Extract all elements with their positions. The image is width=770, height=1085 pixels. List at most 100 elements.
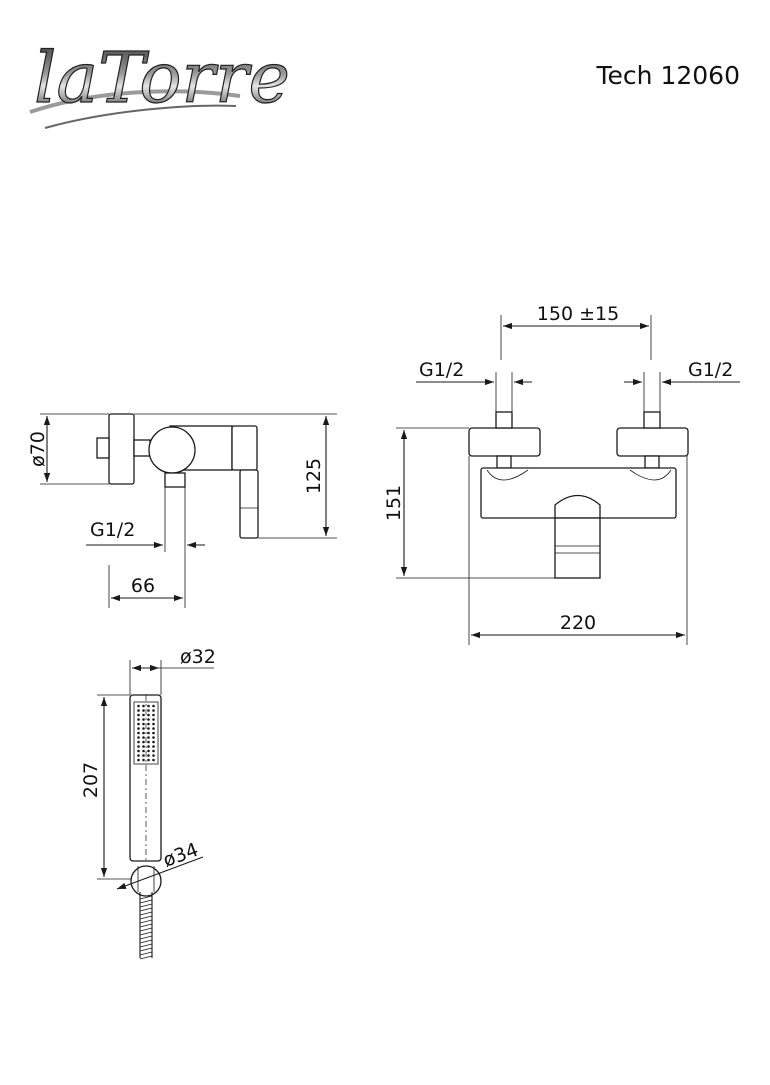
spray-nozzle-dot — [137, 745, 140, 748]
spray-nozzle-dot — [147, 736, 150, 739]
hose-rib — [139, 907, 153, 912]
hose-rib — [139, 931, 153, 936]
front-view: 150 ±15 G1/2 G1/2 151 220 — [383, 303, 740, 645]
spray-nozzle-dot — [137, 727, 140, 730]
spray-nozzle-dot — [152, 740, 155, 744]
inlet-stub — [96, 437, 110, 459]
spray-nozzle-dot — [147, 745, 150, 748]
spray-nozzle-dot — [152, 727, 155, 730]
spray-nozzle-dot — [142, 704, 145, 708]
shower-holder-ring — [130, 865, 162, 897]
spray-nozzle-dot — [152, 713, 155, 717]
spray-nozzle-dot — [152, 745, 155, 748]
hose-rib — [139, 927, 153, 932]
left-flange — [468, 427, 541, 457]
hose-rib — [139, 939, 153, 944]
spray-face — [133, 701, 159, 765]
spray-nozzle-dot — [142, 758, 145, 762]
spray-nozzle-dot — [152, 731, 155, 735]
side-height-label: 125 — [303, 458, 325, 494]
front-spacing-label: 150 ±15 — [537, 303, 619, 325]
spray-nozzle-dot — [142, 749, 145, 753]
hose-rib — [139, 955, 153, 960]
right-inlet-stub — [643, 411, 661, 429]
right-connector-nut — [644, 455, 660, 469]
hose-rib — [139, 923, 153, 928]
spray-nozzle-dot — [142, 745, 145, 748]
spray-nozzle-dot — [147, 731, 150, 735]
spray-nozzle-dot — [137, 722, 140, 726]
spray-nozzle-dot — [137, 731, 140, 735]
spray-nozzle-dot — [147, 727, 150, 730]
spray-nozzle-dot — [142, 727, 145, 730]
spray-nozzle-dot — [147, 704, 150, 708]
spray-nozzle-dot — [152, 718, 155, 721]
spray-nozzle-dot — [137, 704, 140, 708]
spray-nozzle-dot — [137, 713, 140, 717]
side-thread-label: G1/2 — [90, 519, 135, 541]
left-connector-nut — [496, 455, 512, 469]
hose-rib — [139, 935, 153, 940]
side-diameter-label: ø70 — [27, 431, 49, 467]
hose-rib — [139, 899, 153, 904]
spray-nozzle-dot — [147, 758, 150, 762]
spray-nozzle-dot — [152, 736, 155, 739]
hose-ribs — [139, 895, 153, 960]
spray-nozzle-dot — [137, 758, 140, 762]
side-depth-label: 66 — [131, 575, 155, 597]
logo-swoosh — [29, 89, 241, 114]
front-height-label: 151 — [383, 485, 405, 521]
spray-nozzle-dot — [137, 740, 140, 744]
model-title: Tech 12060 — [596, 61, 740, 90]
spout-body — [554, 517, 601, 579]
front-thread-right-label: G1/2 — [688, 359, 733, 381]
spout-top — [554, 494, 601, 519]
valve-round — [148, 426, 196, 474]
spray-nozzle-dot — [142, 713, 145, 717]
front-thread-left-label: G1/2 — [419, 359, 464, 381]
holder-diameter-label: ø34 — [160, 839, 201, 872]
spray-nozzle-dot — [142, 754, 145, 757]
front-width-label: 220 — [560, 612, 596, 634]
spray-nozzle-dot — [152, 754, 155, 757]
spray-nozzle-dot — [137, 749, 140, 753]
hand-shower-view: ø32 207 ø34 — [80, 646, 216, 960]
spray-nozzle-dot — [147, 722, 150, 726]
hose-rib — [139, 919, 153, 924]
spray-nozzle-dot — [142, 722, 145, 726]
hose-rib — [139, 903, 153, 908]
spray-nozzle-dot — [147, 749, 150, 753]
brand-logo: laTorre — [29, 36, 290, 129]
spray-nozzle-dot — [147, 713, 150, 717]
spray-nozzle-dot — [147, 754, 150, 757]
outlet-nozzle — [164, 472, 186, 488]
spray-nozzle-dot — [142, 740, 145, 744]
hose-rib — [139, 911, 153, 916]
lever-handle — [239, 469, 259, 539]
shower-holder-neck — [137, 866, 155, 892]
spray-nozzle-dot — [142, 736, 145, 739]
hose-rib — [139, 915, 153, 920]
wall-flange — [108, 413, 135, 485]
spray-nozzle-dot — [152, 749, 155, 753]
spray-nozzle-dot — [152, 709, 155, 712]
spray-nozzle-dot — [137, 736, 140, 739]
shower-length-label: 207 — [80, 762, 102, 798]
hose-rib — [139, 947, 153, 952]
spray-nozzle-dot — [152, 722, 155, 726]
spray-nozzle-dot — [142, 731, 145, 735]
dim-line-holder-diameter — [116, 856, 204, 890]
right-cap-curve — [629, 469, 672, 481]
spray-nozzle-dot — [142, 709, 145, 712]
spray-nozzle-dot — [142, 718, 145, 721]
spray-nozzle-dot — [152, 758, 155, 762]
brand-logo-text: laTorre — [34, 37, 290, 119]
left-inlet-stub — [495, 411, 513, 429]
hose-rib — [139, 895, 153, 900]
spray-nozzle-dot — [137, 709, 140, 712]
lever-cap — [231, 425, 258, 471]
connector-nut — [133, 439, 151, 457]
hand-shower-handle — [129, 694, 162, 862]
spray-nozzle-dot — [137, 718, 140, 721]
